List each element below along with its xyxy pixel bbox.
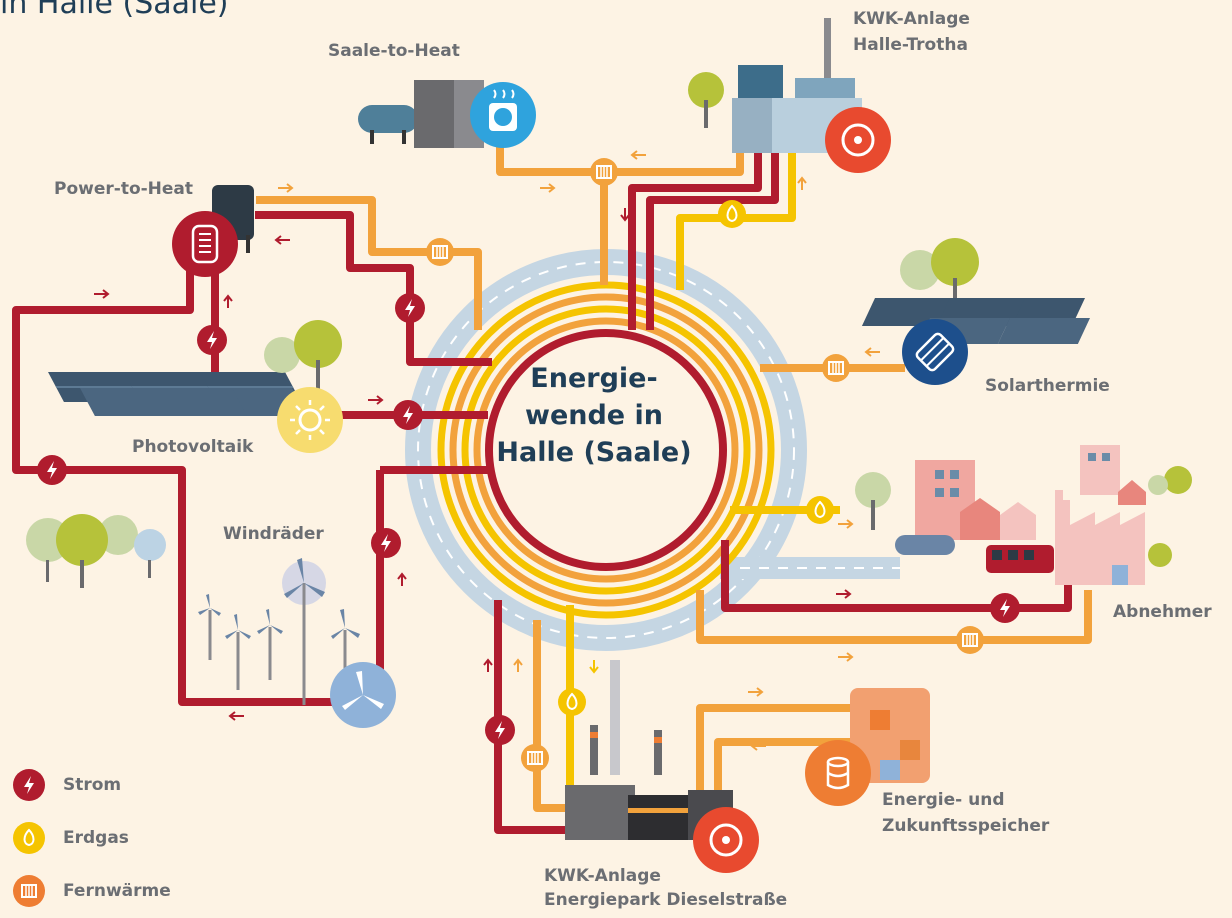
solarthermie-panels [861,238,1090,385]
flow-arrows [278,150,880,751]
legend-icons [13,769,45,907]
page-title: in Halle (Saale) [0,0,229,21]
center-line-3: Halle (Saale) [496,437,692,468]
photovoltaik-panels [48,320,343,453]
flow-arrows-yellow [589,660,599,674]
abnehmer-label: Abnehmer [1113,602,1212,622]
power-to-heat-unit [172,185,254,277]
legend-erdgas-label: Erdgas [63,828,129,848]
kwk-diesel-label-1: KWK-Anlage [544,866,661,886]
saale-to-heat-building [358,80,536,148]
power-to-heat-label: Power-to-Heat [54,179,194,199]
photovoltaik-label: Photovoltaik [132,437,254,457]
flame-icon [13,822,45,854]
strom-badges [37,293,1020,745]
fernwaerme-badges [426,158,984,772]
solarthermie-label: Solarthermie [985,376,1110,396]
fernwaerme-pipes [256,130,1092,812]
abnehmer-city [855,445,1192,585]
speicher-building [805,688,930,806]
radiator-icon [13,875,45,907]
center-line-1: Energie- [530,363,658,394]
pipe-rings [437,281,775,619]
speicher-label-1: Energie- und [882,790,1005,810]
lightning-icon [13,769,45,801]
speicher-label-2: Zukunftsspeicher [882,816,1050,836]
wind-turbines [198,558,396,728]
saale-to-heat-label: Saale-to-Heat [328,41,460,61]
windraeder-label: Windräder [223,524,324,544]
center-label: Energie- wende in Halle (Saale) [489,360,699,471]
kwk-trotha-building [688,18,891,173]
legend-fernwaerme-label: Fernwärme [63,881,171,901]
center-line-2: wende in [525,400,663,431]
kwk-trotha-label-2: Halle-Trotha [853,35,968,55]
erdgas-badges [558,200,834,716]
flow-arrows-red [94,208,852,721]
kwk-dieselstrasse-building [565,660,759,873]
kwk-trotha-label-1: KWK-Anlage [853,9,970,29]
legend-strom-label: Strom [63,775,122,795]
trees-left [26,514,166,588]
kwk-diesel-label-2: Energiepark Dieselstraße [544,890,788,910]
